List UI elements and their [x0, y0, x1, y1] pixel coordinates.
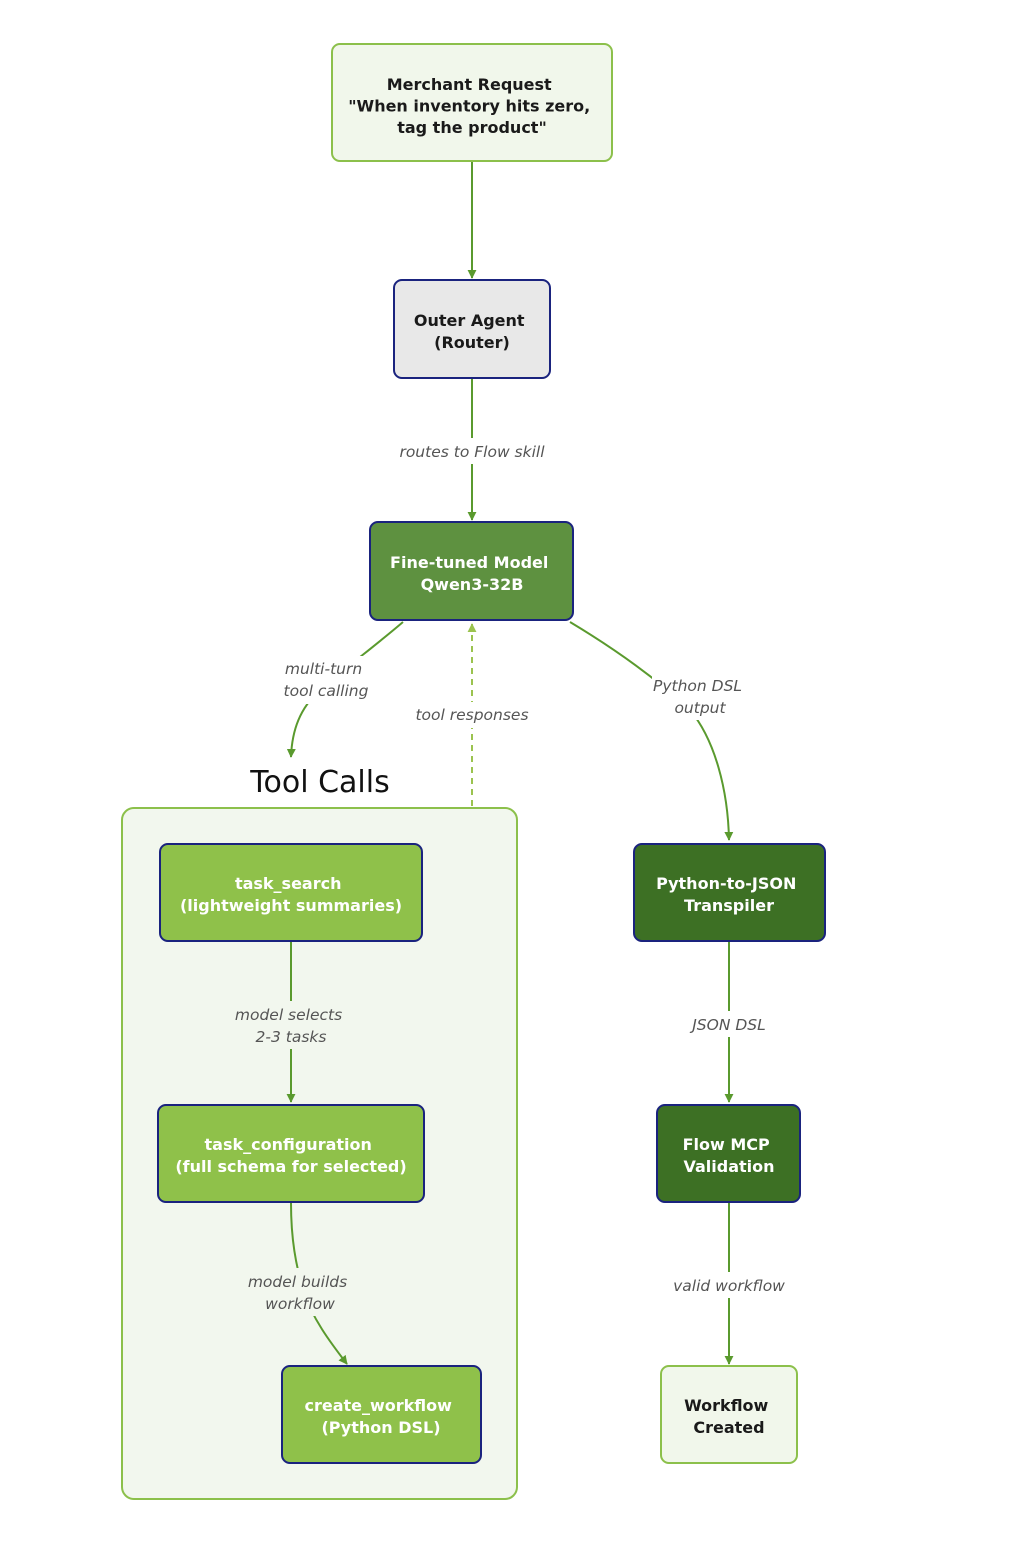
node-box: [633, 843, 826, 942]
node-label-line: Created: [693, 1418, 764, 1437]
node-box: [331, 43, 613, 162]
node-label-line: (lightweight summaries): [180, 896, 402, 915]
node-transpiler[interactable]: Python-to-JSON Transpiler: [633, 843, 826, 942]
node-box: [656, 1104, 801, 1203]
node-merchant-request[interactable]: Merchant Request "When inventory hits ze…: [331, 43, 613, 162]
node-box: [369, 521, 574, 621]
edge-label-line: JSON DSL: [689, 1016, 766, 1034]
edge-label-line: valid workflow: [673, 1277, 785, 1295]
tool-calls-group-title: Tool Calls: [249, 765, 389, 800]
node-label-line: create_workflow: [304, 1396, 452, 1415]
edge-label-bg: [412, 702, 532, 728]
node-workflow-created[interactable]: Workflow Created: [660, 1365, 798, 1464]
node-label-line: (Python DSL): [321, 1418, 440, 1437]
edge-label-bg: [234, 1001, 348, 1049]
edge-label-line: workflow: [265, 1295, 335, 1313]
node-label: Workflow Created: [684, 1396, 774, 1437]
node-fine-tuned-model[interactable]: Fine-tuned Model Qwen3-32B: [369, 521, 574, 621]
node-flow-mcp-validation[interactable]: Flow MCP Validation: [656, 1104, 801, 1203]
edge-label-line: model selects: [235, 1006, 342, 1024]
node-label: create_workflow (Python DSL): [304, 1396, 457, 1437]
node-box: [281, 1365, 482, 1464]
edge-label-bg: [246, 1268, 354, 1316]
node-box: [159, 843, 423, 942]
node-label-line: (Router): [434, 333, 510, 352]
node-label-line: "When inventory hits zero,: [348, 97, 590, 116]
node-label-line: Fine-tuned Model: [390, 553, 548, 572]
node-create-workflow[interactable]: create_workflow (Python DSL): [281, 1365, 482, 1464]
edge-label-tool-responses: tool responses: [415, 706, 528, 724]
node-label-line: Outer Agent: [414, 311, 525, 330]
edge-label-line: output: [674, 699, 726, 717]
edge-label-bg: [668, 1272, 790, 1298]
edge-label-bg: [686, 1011, 772, 1037]
edge-label-line: routes to Flow skill: [399, 443, 545, 461]
node-label: Fine-tuned Model Qwen3-32B: [390, 553, 554, 594]
node-box: [157, 1104, 425, 1203]
node-label-line: Merchant Request: [387, 75, 552, 94]
node-box: [393, 279, 551, 379]
edge-label-line: tool responses: [415, 706, 528, 724]
edge-label-model-selects: model selects 2-3 tasks: [235, 1006, 347, 1046]
edge-label-model-builds: model builds workflow: [248, 1273, 352, 1313]
edge-label-bg: [278, 656, 374, 704]
edge-labels: routes to Flow skill multi-turn tool cal…: [234, 438, 790, 1316]
node-outer-agent[interactable]: Outer Agent (Router): [393, 279, 551, 379]
node-label: Outer Agent (Router): [414, 311, 530, 352]
edge-label-line: Python DSL: [653, 677, 742, 695]
node-task-configuration[interactable]: task_configuration (full schema for sele…: [157, 1104, 425, 1203]
edge-label-routes-to-flow: routes to Flow skill: [399, 443, 545, 461]
node-label: task_configuration (full schema for sele…: [175, 1135, 406, 1176]
node-label-line: task_search: [235, 874, 342, 893]
edge-label-line: model builds: [248, 1273, 347, 1291]
node-label-line: Validation: [683, 1157, 774, 1176]
node-box: [660, 1365, 798, 1464]
edge-label-line: tool calling: [284, 682, 369, 700]
edge-model-to-transpiler: [569, 621, 734, 841]
node-label-line: (full schema for selected): [175, 1157, 406, 1176]
node-label: Flow MCP Validation: [683, 1135, 776, 1176]
edge-label-line: 2-3 tasks: [256, 1028, 327, 1046]
node-label: Merchant Request "When inventory hits ze…: [348, 75, 596, 137]
node-label-line: Qwen3-32B: [421, 575, 524, 594]
edge-label-line: multi-turn: [285, 660, 362, 678]
edge-label-bg: [396, 438, 548, 464]
edge-label-multi-turn: multi-turn tool calling: [284, 660, 369, 700]
node-label-line: task_configuration: [205, 1135, 372, 1154]
node-label-line: tag the product": [397, 118, 547, 137]
edge-label-json-dsl: JSON DSL: [689, 1016, 766, 1034]
node-label-line: Transpiler: [684, 896, 774, 915]
edge-label-python-dsl-output: Python DSL output: [653, 677, 747, 717]
node-label: Python-to-JSON Transpiler: [656, 874, 802, 915]
edge-label-bg: [652, 672, 748, 720]
node-label-line: Flow MCP: [683, 1135, 770, 1154]
node-label-line: Workflow: [684, 1396, 768, 1415]
node-task-search[interactable]: task_search (lightweight summaries): [159, 843, 423, 942]
nodes: Merchant Request "When inventory hits ze…: [157, 43, 826, 1464]
node-label-line: Python-to-JSON: [656, 874, 796, 893]
node-label: task_search (lightweight summaries): [180, 874, 402, 915]
edge-label-valid-workflow: valid workflow: [673, 1277, 785, 1295]
